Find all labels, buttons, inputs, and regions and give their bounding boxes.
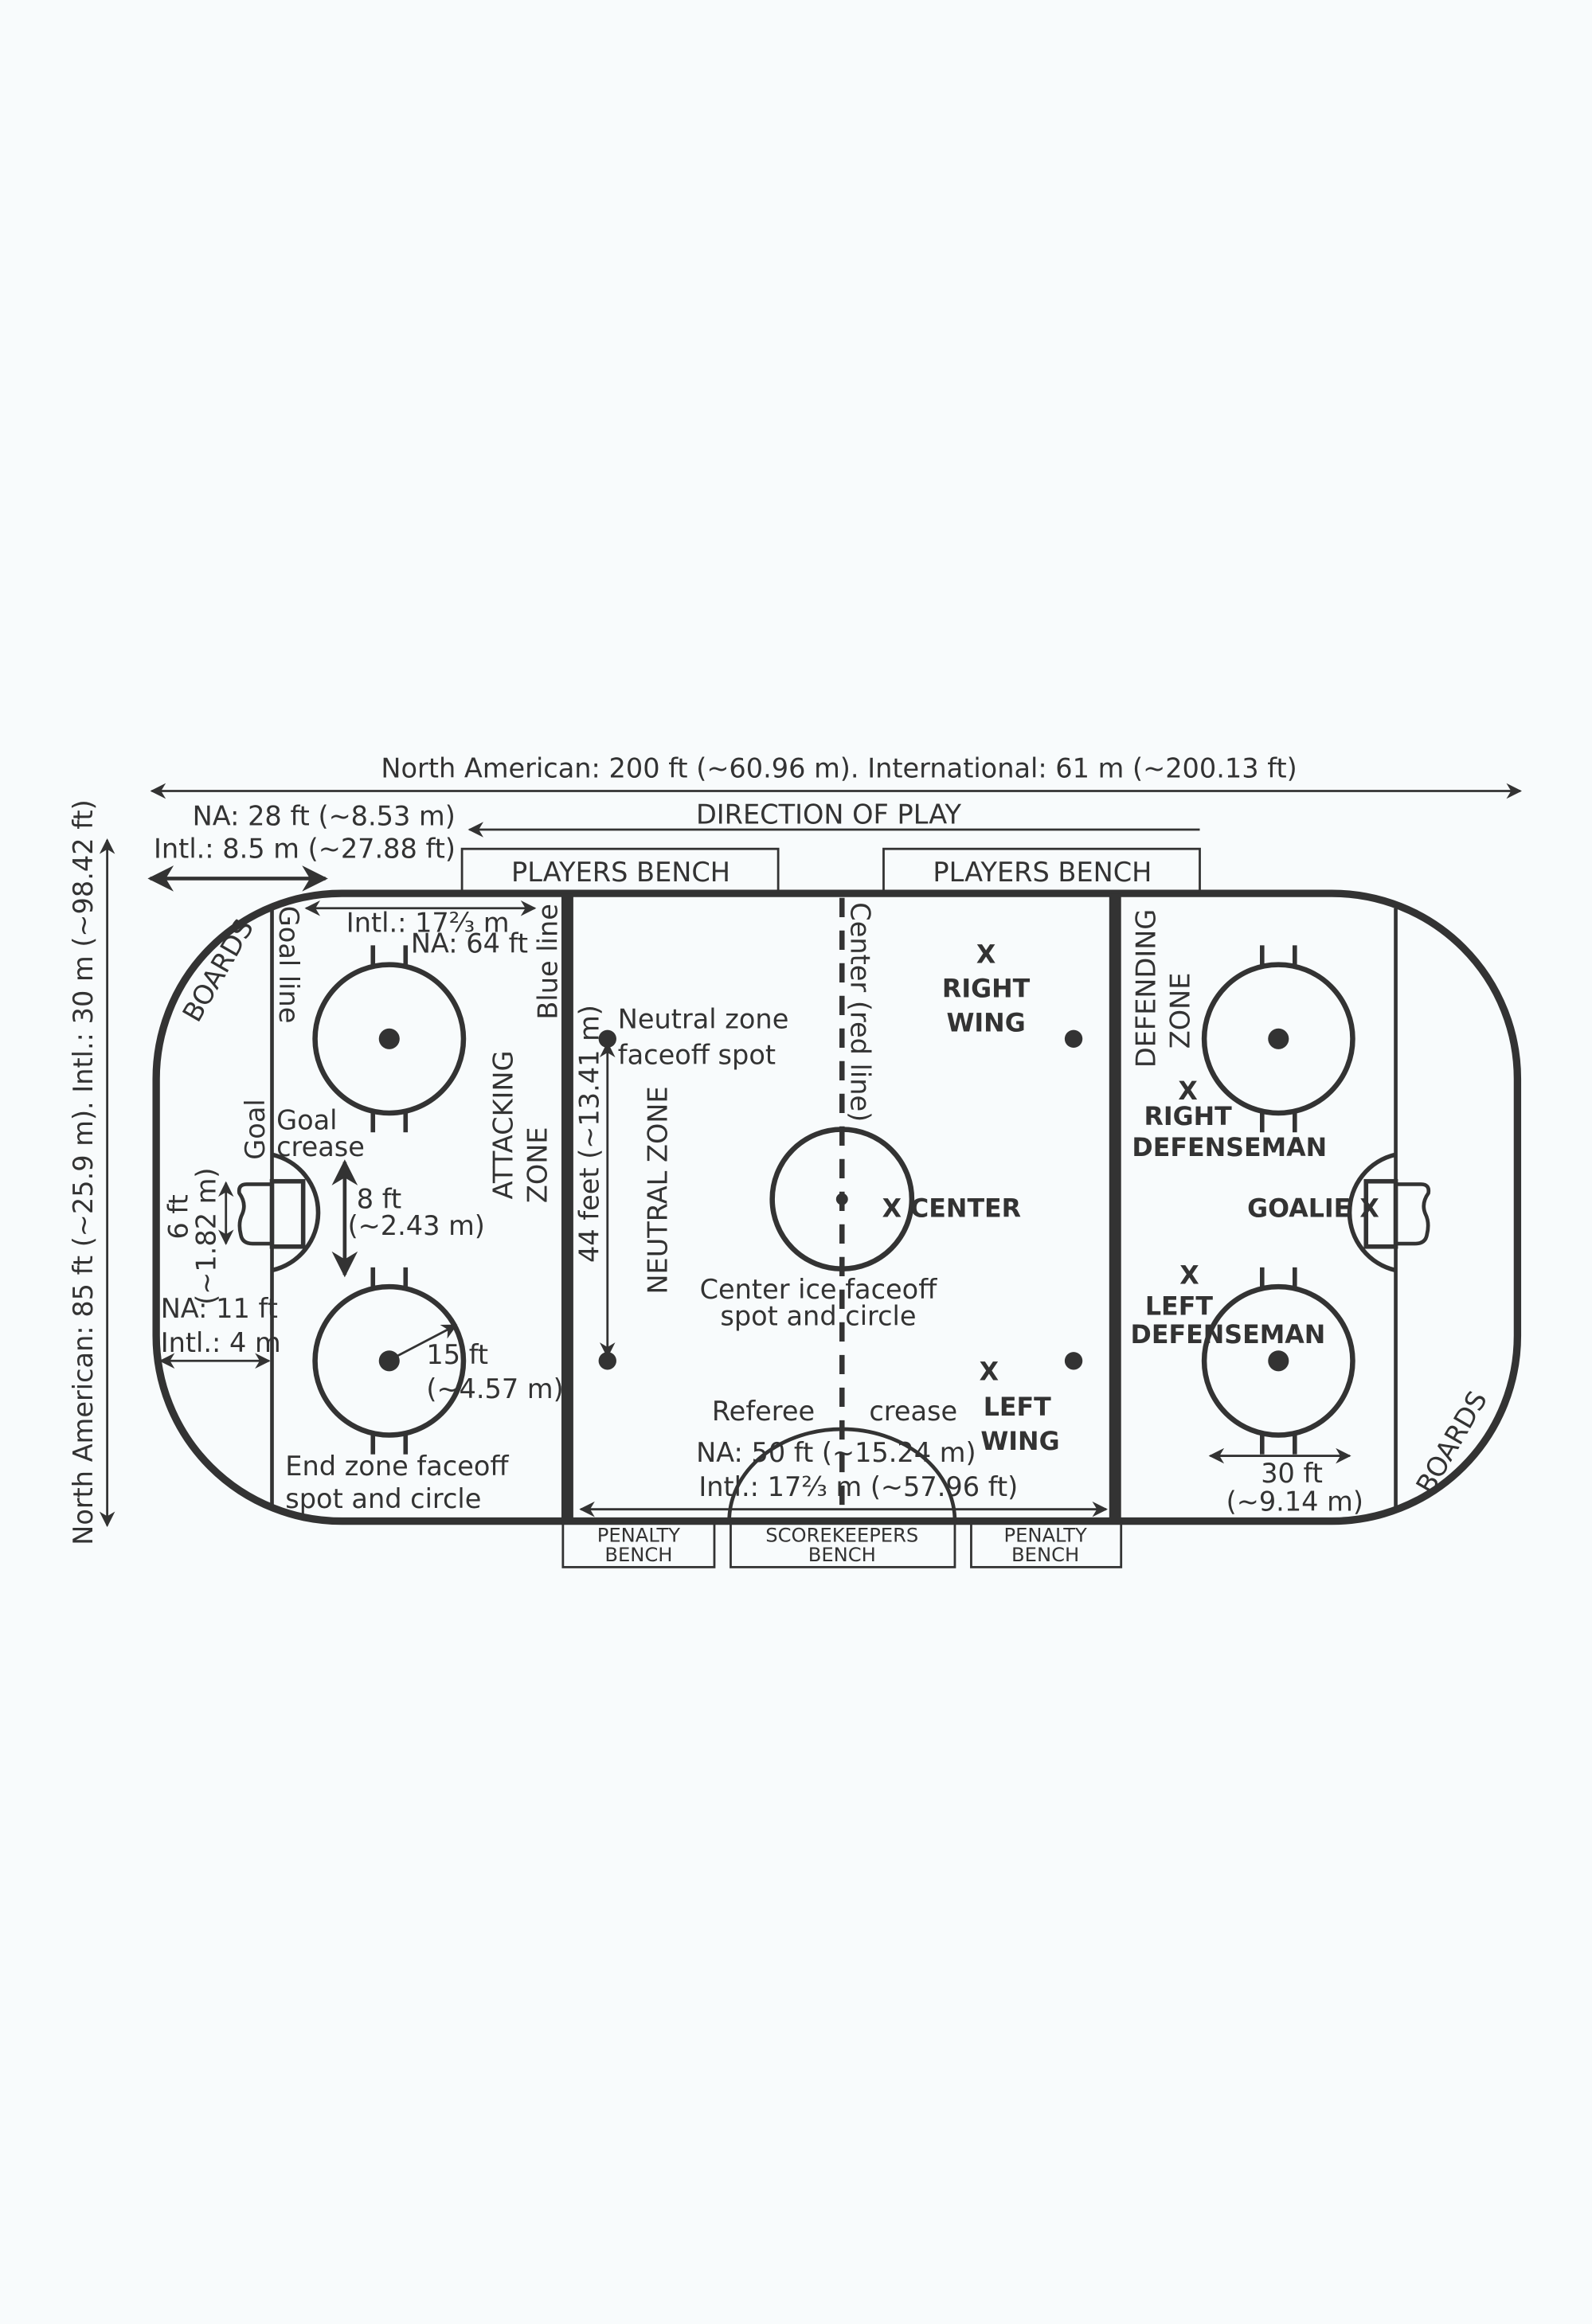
neutral-zone-label: NEUTRAL ZONE bbox=[642, 1086, 673, 1294]
penalty-bench-label: PENALTY bbox=[1003, 1525, 1087, 1547]
left-defenseman-marker: X bbox=[1179, 1261, 1199, 1290]
players-bench-right-label: PLAYERS BENCH bbox=[933, 857, 1152, 888]
neutral-zone-spot bbox=[1064, 1029, 1083, 1048]
right-defenseman-marker: X bbox=[1178, 1077, 1197, 1106]
left-wing-label: WING bbox=[980, 1428, 1059, 1456]
crease-ft-label: 8 ft bbox=[357, 1183, 401, 1214]
penalty-bench-label: BENCH bbox=[604, 1544, 672, 1566]
center-spot-label: spot and circle bbox=[720, 1301, 916, 1332]
length-label: North American: 200 ft (~60.96 m). Inter… bbox=[381, 753, 1297, 784]
goal-line-label: Goal line bbox=[273, 906, 304, 1024]
blue-line-label: Blue line bbox=[532, 904, 563, 1019]
end-zone-faceoff-spot bbox=[1268, 1028, 1289, 1049]
circle-ft-label: 30 ft bbox=[1261, 1458, 1323, 1489]
players-bench-right bbox=[882, 847, 1201, 893]
referee-label: Referee bbox=[712, 1396, 815, 1427]
referee-crease bbox=[727, 1427, 957, 1521]
goal-net-left bbox=[269, 1178, 306, 1249]
end-zone-circles bbox=[312, 945, 1355, 1455]
goal-crease-label: crease bbox=[276, 1131, 365, 1162]
left-wing-label: LEFT bbox=[984, 1393, 1051, 1422]
end-zone-faceoff-circle bbox=[312, 962, 467, 1116]
net-m-label: (~1.82 m) bbox=[191, 1168, 222, 1305]
spots-distance-label: 44 feet (~13.41 m) bbox=[574, 1005, 605, 1263]
end-zone-faceoff-circle bbox=[1201, 962, 1355, 1116]
end-zone-faceoff-spot bbox=[378, 1028, 400, 1049]
scorekeepers-bench-label: SCOREKEEPERS bbox=[765, 1525, 918, 1547]
circle-m-label: (~9.14 m) bbox=[1226, 1486, 1363, 1517]
left-wing-marker: X bbox=[980, 1358, 999, 1387]
goal-net-back-left bbox=[237, 1182, 272, 1246]
left-defenseman-label: DEFENSEMAN bbox=[1131, 1321, 1326, 1349]
corner-intl-label: Intl.: 8.5 m (~27.88 ft) bbox=[154, 833, 456, 864]
zone-intl-label: Intl.: 17⅔ m bbox=[346, 908, 510, 939]
end-zone-faceoff-spot bbox=[378, 1350, 400, 1372]
zone-na-label: NA: 64 ft bbox=[411, 928, 528, 959]
right-wing-marker: X bbox=[976, 941, 995, 970]
corner-na-label: NA: 28 ft (~8.53 m) bbox=[193, 800, 456, 831]
penalty-bench-label: PENALTY bbox=[597, 1525, 681, 1547]
goal-na-label: NA: 11 ft bbox=[161, 1293, 278, 1324]
center-ice-spot bbox=[835, 1193, 848, 1205]
goal-label: Goal bbox=[240, 1099, 271, 1159]
attacking-zone-label: ATTACKING bbox=[487, 1050, 518, 1199]
radius-ft-label: 15 ft bbox=[426, 1339, 488, 1370]
end-zone-faceoff-spot bbox=[1268, 1350, 1289, 1372]
end-zone-faceoff-circle bbox=[312, 1283, 467, 1438]
right-defenseman-label: RIGHT bbox=[1144, 1103, 1232, 1131]
right-wing-label: WING bbox=[946, 1009, 1025, 1037]
defending-zone-label: ZONE bbox=[1164, 973, 1195, 1049]
left-defenseman-label: LEFT bbox=[1145, 1292, 1213, 1321]
neutral-intl-label: Intl.: 17⅔ m (~57.96 ft) bbox=[698, 1471, 1018, 1502]
penalty-bench-label: BENCH bbox=[1011, 1544, 1079, 1566]
neutral-na-label: NA: 50 ft (~15.24 m) bbox=[696, 1437, 976, 1468]
defending-zone-label: DEFENDING bbox=[1131, 909, 1162, 1068]
center-ice-circle bbox=[769, 1127, 915, 1271]
radius-m-label: (~4.57 m) bbox=[426, 1373, 563, 1404]
right-wing-label: RIGHT bbox=[942, 975, 1031, 1004]
center-spot-label: Center ice faceoff bbox=[700, 1274, 938, 1305]
players-bench-left bbox=[460, 847, 780, 893]
goal-net-right bbox=[1363, 1178, 1398, 1249]
direction-of-play-label: DIRECTION OF PLAY bbox=[696, 799, 962, 830]
crease-m-label: (~2.43 m) bbox=[348, 1210, 485, 1241]
net-ft-label: 6 ft bbox=[162, 1194, 194, 1239]
penalty-bench-left bbox=[561, 1520, 716, 1568]
nz-spot-label: Neutral zone bbox=[618, 1004, 789, 1035]
end-zone-label: End zone faceoff bbox=[285, 1451, 509, 1482]
scorekeepers-bench-label: BENCH bbox=[808, 1544, 876, 1566]
width-label: North American: 85 ft (~25.9 m). Intl.: … bbox=[68, 799, 99, 1545]
players-bench-left-label: PLAYERS BENCH bbox=[511, 857, 730, 888]
goal-intl-label: Intl.: 4 m bbox=[161, 1327, 281, 1358]
scorekeepers-bench bbox=[730, 1520, 956, 1568]
goalie-label: GOALIE X bbox=[1247, 1194, 1379, 1223]
center-position-label: X CENTER bbox=[882, 1194, 1021, 1223]
goal-net-back-right bbox=[1395, 1182, 1431, 1246]
end-zone-faceoff-circle bbox=[1201, 1283, 1355, 1438]
goal-crease-left bbox=[271, 1152, 321, 1273]
goal-crease-right bbox=[1347, 1152, 1397, 1273]
attacking-zone-label: ZONE bbox=[522, 1127, 553, 1203]
crease-label: crease bbox=[869, 1396, 957, 1427]
end-zone-label: spot and circle bbox=[285, 1483, 481, 1514]
radius-arrow bbox=[389, 1324, 458, 1361]
goal-crease-label: Goal bbox=[276, 1104, 337, 1135]
neutral-zone-spot bbox=[1064, 1352, 1083, 1370]
penalty-bench-right bbox=[970, 1520, 1123, 1568]
nz-spot-label: faceoff spot bbox=[618, 1039, 776, 1070]
center-line-label: Center (red line) bbox=[844, 902, 875, 1122]
right-defenseman-label: DEFENSEMAN bbox=[1132, 1134, 1327, 1162]
